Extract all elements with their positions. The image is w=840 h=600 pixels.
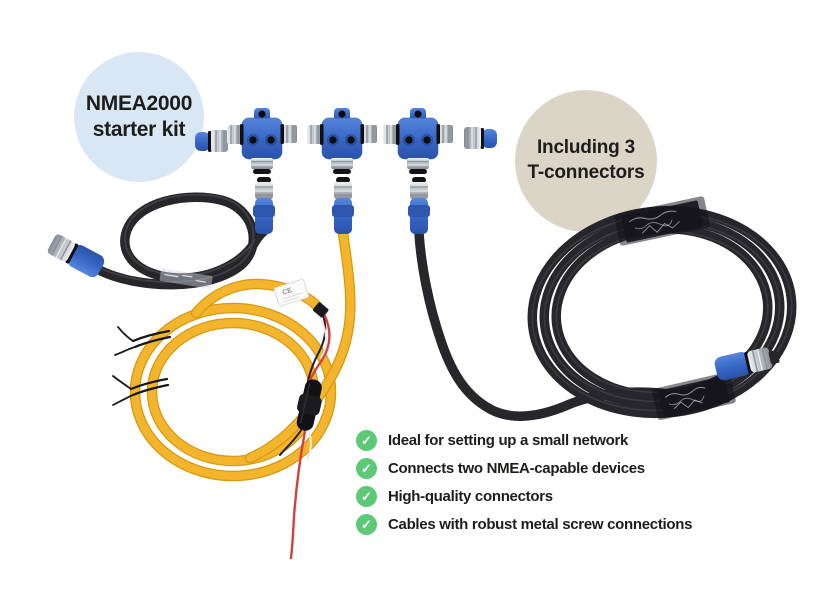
- terminator-cap-right: [463, 126, 498, 150]
- field-plug-2: [331, 176, 355, 235]
- check-icon: ✓: [356, 430, 377, 451]
- check-icon: ✓: [356, 458, 377, 479]
- included-badge-line2: T-connectors: [527, 162, 645, 183]
- included-t-connectors-badge: Including 3 T-connectors: [515, 90, 657, 232]
- check-icon: ✓: [356, 486, 377, 507]
- t-connector-3: [382, 107, 454, 175]
- check-icon: ✓: [356, 514, 377, 535]
- twist-tie: [114, 326, 172, 356]
- feature-label: Cables with robust metal screw connectio…: [388, 516, 693, 533]
- starter-kit-badge-line2: starter kit: [92, 118, 186, 141]
- feature-item: ✓ Connects two NMEA-capable devices: [356, 458, 692, 479]
- t-connector-1: [226, 107, 298, 175]
- fuse-holder: [296, 379, 322, 431]
- terminator-cap-left: [194, 129, 229, 153]
- cable-spec-tape: [159, 268, 213, 289]
- ce-label: CE: [273, 278, 310, 307]
- field-plug-1: [252, 176, 276, 235]
- starter-kit-badge-line1: NMEA2000: [85, 91, 193, 115]
- field-plug-3: [407, 176, 431, 235]
- drop-cable-connector-left: [45, 231, 108, 281]
- feature-label: High-quality connectors: [388, 488, 553, 505]
- feature-list: ✓ Ideal for setting up a small network ✓…: [356, 430, 692, 535]
- coil-tape-top: [614, 196, 710, 246]
- included-badge-line1: Including 3: [536, 137, 636, 159]
- feature-label: Connects two NMEA-capable devices: [388, 460, 645, 477]
- backbone-cable: [414, 196, 797, 421]
- twist-tie: [112, 375, 170, 406]
- t-connector-2: [306, 107, 378, 175]
- power-cable: CE: [112, 227, 356, 560]
- feature-item: ✓ High-quality connectors: [356, 486, 692, 507]
- ce-mark-text: CE: [282, 287, 294, 297]
- starter-kit-badge: NMEA2000 starter kit: [74, 52, 204, 182]
- coil-tape-bottom: [651, 372, 736, 421]
- feature-item: ✓ Cables with robust metal screw connect…: [356, 514, 692, 535]
- feature-label: Ideal for setting up a small network: [388, 432, 629, 449]
- cable-end-sleeve: [313, 302, 329, 318]
- drop-cable-short: [45, 192, 269, 290]
- feature-item: ✓ Ideal for setting up a small network: [356, 430, 692, 451]
